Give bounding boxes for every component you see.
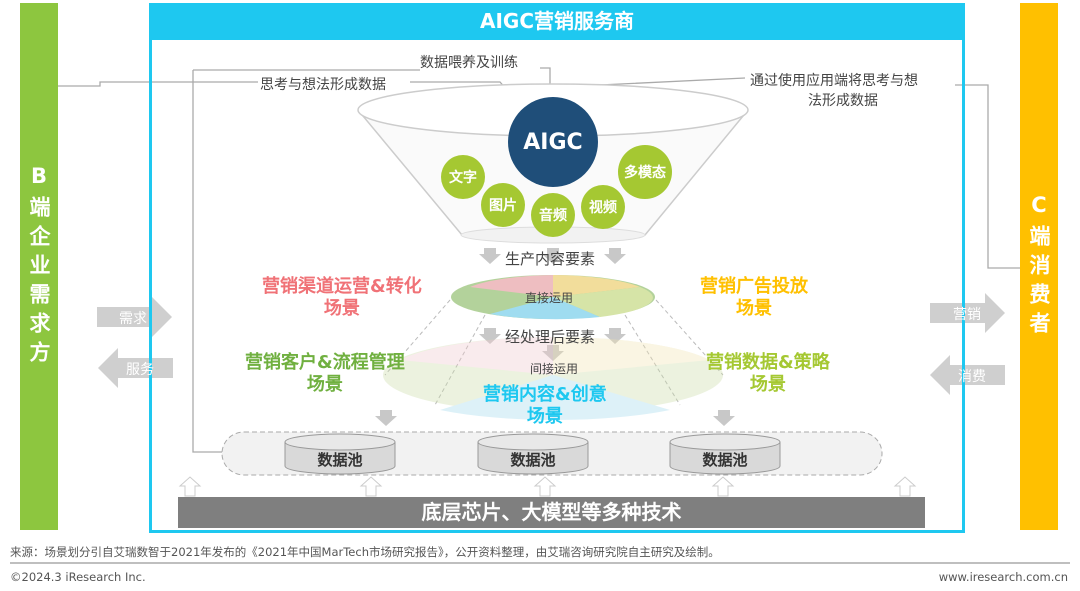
scene-content-line2: 场景: [526, 406, 563, 427]
produce-label: 生产内容要素: [505, 250, 596, 268]
service-arrow-label: 服务: [126, 362, 154, 378]
training-label: 数据喂养及训练: [420, 55, 518, 71]
scene-channel-line2: 场景: [323, 298, 360, 319]
scene-content: 营销内容&创意场景: [483, 384, 607, 428]
modality-video: 视频: [581, 185, 625, 229]
scene-channel: 营销渠道运营&转化场景: [262, 276, 422, 320]
scene-data-line2: 场景: [749, 374, 786, 395]
base-technology-bar: 底层芯片、大模型等多种技术: [178, 497, 925, 528]
up-arrows: [178, 476, 917, 497]
data-pool-2: 数据池: [510, 451, 556, 469]
side-arrows: [97, 293, 1005, 395]
scene-channel-line1: 营销渠道运营&转化: [262, 276, 422, 297]
consume-arrow-label: 消费: [958, 369, 986, 385]
c-side-bar: C端消费者: [1020, 3, 1058, 530]
database-cylinders: [284, 433, 781, 475]
modality-image: 图片: [481, 183, 525, 227]
scene-ads: 营销广告投放场景: [700, 276, 808, 320]
scene-ads-line2: 场景: [736, 298, 772, 319]
aigc-circle: AIGC: [508, 97, 598, 187]
scene-content-line1: 营销内容&创意: [483, 384, 607, 405]
scene-customer-line2: 场景: [306, 374, 343, 395]
c-thinking-label-1: 通过使用应用端将思考与想: [750, 73, 918, 89]
b-thinking-label: 思考与想法形成数据: [260, 77, 386, 93]
processed-label: 经处理后要素: [505, 328, 596, 346]
pie-direct: [451, 275, 655, 320]
pie-indirect: [383, 336, 723, 421]
c-thinking-label-2: 法形成数据: [808, 93, 878, 109]
indirect-label: 间接运用: [530, 362, 579, 376]
scene-ads-line1: 营销广告投放: [700, 276, 808, 297]
scene-data: 营销数据&策略场景: [706, 352, 830, 396]
down-arrows: [375, 248, 735, 426]
data-pool-3: 数据池: [702, 451, 748, 469]
modality-text: 文字: [441, 155, 485, 199]
direct-label: 直接运用: [525, 291, 574, 305]
scene-data-line1: 营销数据&策略: [706, 352, 830, 373]
demand-arrow-label: 需求: [119, 311, 147, 327]
b-side-label: B端企业需求方: [27, 163, 51, 370]
c-side-label: C端消费者: [1027, 192, 1051, 341]
frame-title: AIGC营销服务商: [149, 3, 965, 40]
scene-customer-line1: 营销客户&流程管理: [245, 352, 405, 373]
modality-multimodal: 多模态: [618, 145, 672, 199]
data-pool-1: 数据池: [317, 451, 363, 469]
modality-audio: 音频: [531, 193, 575, 237]
scene-customer: 营销客户&流程管理场景: [245, 352, 405, 396]
b-side-bar: B端企业需求方: [20, 3, 58, 530]
copyright: ©2024.3 iResearch Inc.: [10, 570, 146, 584]
website-link[interactable]: www.iresearch.com.cn: [938, 570, 1068, 584]
source-note: 来源：场景划分引自艾瑞数智于2021年发布的《2021年中国MarTech市场研…: [10, 545, 720, 559]
marketing-arrow-label: 营销: [953, 307, 981, 323]
